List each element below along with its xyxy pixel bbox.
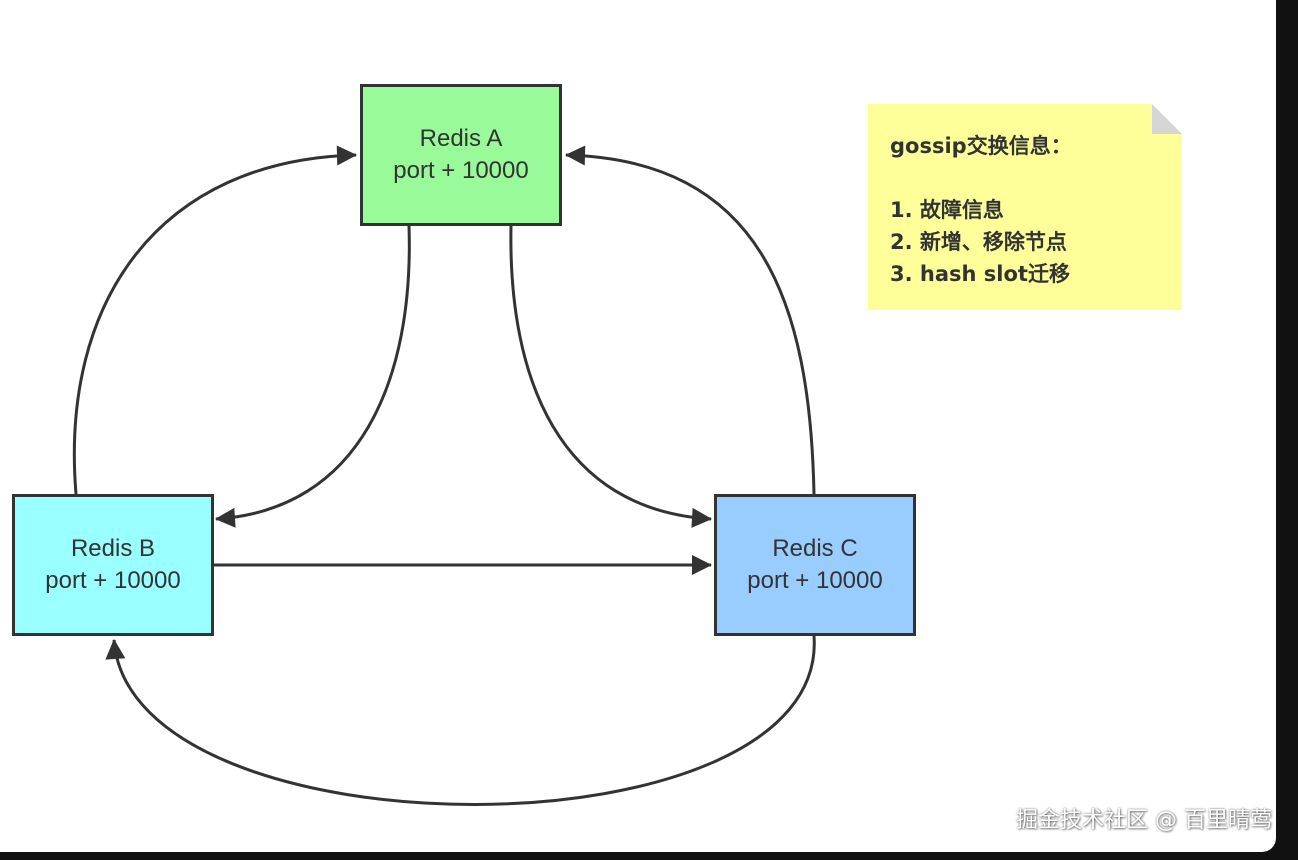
note-item-2: 2. 新增、移除节点 xyxy=(890,230,1067,254)
note-spacer xyxy=(890,162,1162,194)
note-item-1: 1. 故障信息 xyxy=(890,198,1004,222)
watermark: 掘金技术社区 @ 百里晴莺 xyxy=(1016,808,1272,833)
node-b-port: port + 10000 xyxy=(45,567,181,594)
node-a-port: port + 10000 xyxy=(393,157,529,184)
node-c-port: port + 10000 xyxy=(747,567,883,594)
note-title: gossip交换信息： xyxy=(890,134,1072,158)
edge-c-to-b xyxy=(105,635,816,806)
edge-c-to-a xyxy=(565,145,816,495)
sticky-note: gossip交换信息： 1. 故障信息 2. 新增、移除节点 3. hash s… xyxy=(868,104,1182,310)
note-item-3: 3. hash slot迁移 xyxy=(890,262,1070,286)
edge-a-to-b xyxy=(215,225,411,528)
edges-layer xyxy=(72,145,816,806)
edge-a-to-c xyxy=(509,225,712,528)
diagram-canvas: Redis A port + 10000 Redis B port + 1000… xyxy=(0,0,1276,852)
node-redis-b: Redis B port + 10000 xyxy=(12,494,214,636)
node-c-name: Redis C xyxy=(772,535,858,562)
node-redis-c: Redis C port + 10000 xyxy=(714,494,916,636)
node-redis-a: Redis A port + 10000 xyxy=(360,84,562,226)
edge-b-to-a xyxy=(72,145,357,495)
node-a-name: Redis A xyxy=(419,125,503,152)
node-b-name: Redis B xyxy=(70,535,156,562)
